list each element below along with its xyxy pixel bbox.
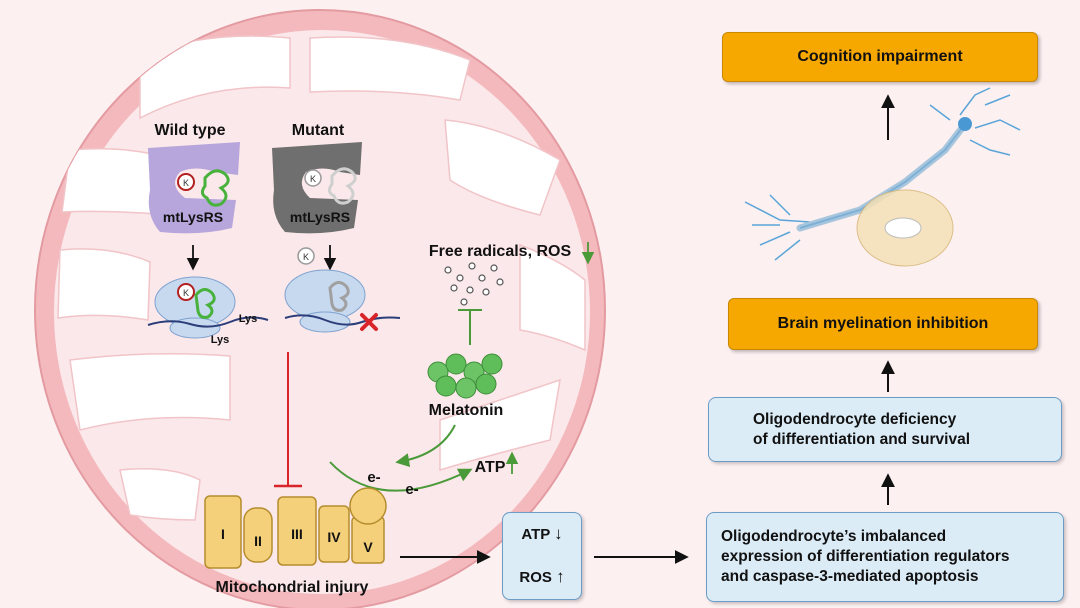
wild-type-group: Wild type K mtLysRS K Lys Lys bbox=[147, 122, 269, 346]
complex-iv-label: IV bbox=[327, 529, 341, 545]
lysine-k-label-mut: K bbox=[310, 174, 316, 184]
lys-label-2: Lys bbox=[211, 334, 230, 346]
mutant-group: Mutant K mtLysRS K bbox=[272, 122, 401, 333]
complex-i-label: I bbox=[221, 526, 225, 542]
respiratory-complexes bbox=[204, 487, 387, 569]
lysine-k-icon-2 bbox=[177, 283, 195, 301]
imbalance-line-3: and caspase-3-mediated apoptosis bbox=[721, 568, 979, 585]
free-radicals-label: Free radicals, ROS bbox=[429, 243, 572, 260]
brain-myelination-box: Brain myelination inhibition bbox=[728, 298, 1038, 350]
trna-icon-mut-2 bbox=[328, 281, 350, 312]
red-x-icon bbox=[360, 313, 378, 331]
mutant-label: Mutant bbox=[292, 122, 345, 139]
atp-down-row: ATP ↓ bbox=[521, 524, 562, 545]
electron-arrow-2 bbox=[329, 461, 473, 492]
complex-iii bbox=[277, 496, 317, 566]
radical-dots bbox=[444, 262, 504, 306]
electron-label-2: e- bbox=[405, 481, 418, 498]
oligodendrocyte-deficiency-box: Oligodendrocyte deficiency of differenti… bbox=[708, 397, 1062, 462]
mrna-strand-icon bbox=[147, 316, 269, 328]
free-radicals-group: Free radicals, ROS bbox=[429, 242, 595, 345]
complex-iv bbox=[318, 505, 350, 563]
electron-arrow-1 bbox=[395, 424, 456, 468]
atp-ros-box: ATP ↓ ROS ↑ bbox=[502, 512, 582, 600]
atp-label: ATP bbox=[475, 459, 506, 476]
imbalance-line-1: Oligodendrocyte’s imbalanced bbox=[721, 528, 947, 545]
lysine-k-label: K bbox=[183, 178, 189, 188]
complex-iii-label: III bbox=[291, 526, 303, 542]
cognition-impairment-text: Cognition impairment bbox=[797, 48, 963, 65]
lysine-k-icon bbox=[177, 173, 195, 191]
lysine-k-icon-free bbox=[297, 247, 315, 265]
melatonin-cluster-icon bbox=[427, 353, 503, 399]
imbalance-line-2: expression of differentiation regulators bbox=[721, 548, 1010, 565]
oligodendrocyte-imbalance-box: Oligodendrocyte’s imbalanced expression … bbox=[706, 512, 1064, 602]
electron-label-1: e- bbox=[367, 469, 380, 486]
complex-i bbox=[204, 495, 242, 569]
complex-ii bbox=[243, 507, 273, 563]
ros-box-label: ROS bbox=[519, 569, 552, 586]
up-arrow-icon: ↑ bbox=[556, 567, 565, 586]
cognition-impairment-box: Cognition impairment bbox=[722, 32, 1038, 82]
trna-icon-mut bbox=[327, 167, 357, 205]
wild-type-label: Wild type bbox=[155, 122, 226, 139]
complex-ii-label: II bbox=[254, 533, 262, 549]
mtlysrs-mut-label: mtLysRS bbox=[290, 209, 350, 225]
lysine-k-icon-mut bbox=[304, 169, 322, 187]
deficiency-line-2: of differentiation and survival bbox=[753, 430, 971, 448]
mrna-strand-icon-mut bbox=[284, 314, 401, 326]
ros-up-row: ROS ↑ bbox=[519, 567, 564, 588]
trna-icon bbox=[200, 169, 230, 207]
brain-myelination-text: Brain myelination inhibition bbox=[777, 315, 989, 332]
neuron-illustration bbox=[744, 87, 1021, 267]
mtlysrs-wt-label: mtLysRS bbox=[163, 209, 223, 225]
wild-type-enzyme bbox=[148, 142, 240, 234]
cristae bbox=[57, 35, 586, 521]
complex-labels: I II III IV V bbox=[221, 526, 373, 555]
lysine-k-label-2: K bbox=[183, 288, 189, 298]
deficiency-line-1: Oligodendrocyte deficiency bbox=[753, 410, 957, 428]
complex-v-label: V bbox=[363, 539, 373, 555]
lysine-k-label-free: K bbox=[303, 252, 309, 262]
atp-box-label: ATP bbox=[521, 526, 550, 543]
trna-icon-2 bbox=[194, 288, 216, 319]
down-arrow-icon: ↓ bbox=[554, 524, 563, 543]
lys-label-1: Lys bbox=[239, 313, 258, 325]
mitochondrial-injury-label: Mitochondrial injury bbox=[216, 579, 369, 596]
mutant-enzyme bbox=[272, 142, 362, 234]
melatonin-label: Melatonin bbox=[429, 402, 504, 419]
